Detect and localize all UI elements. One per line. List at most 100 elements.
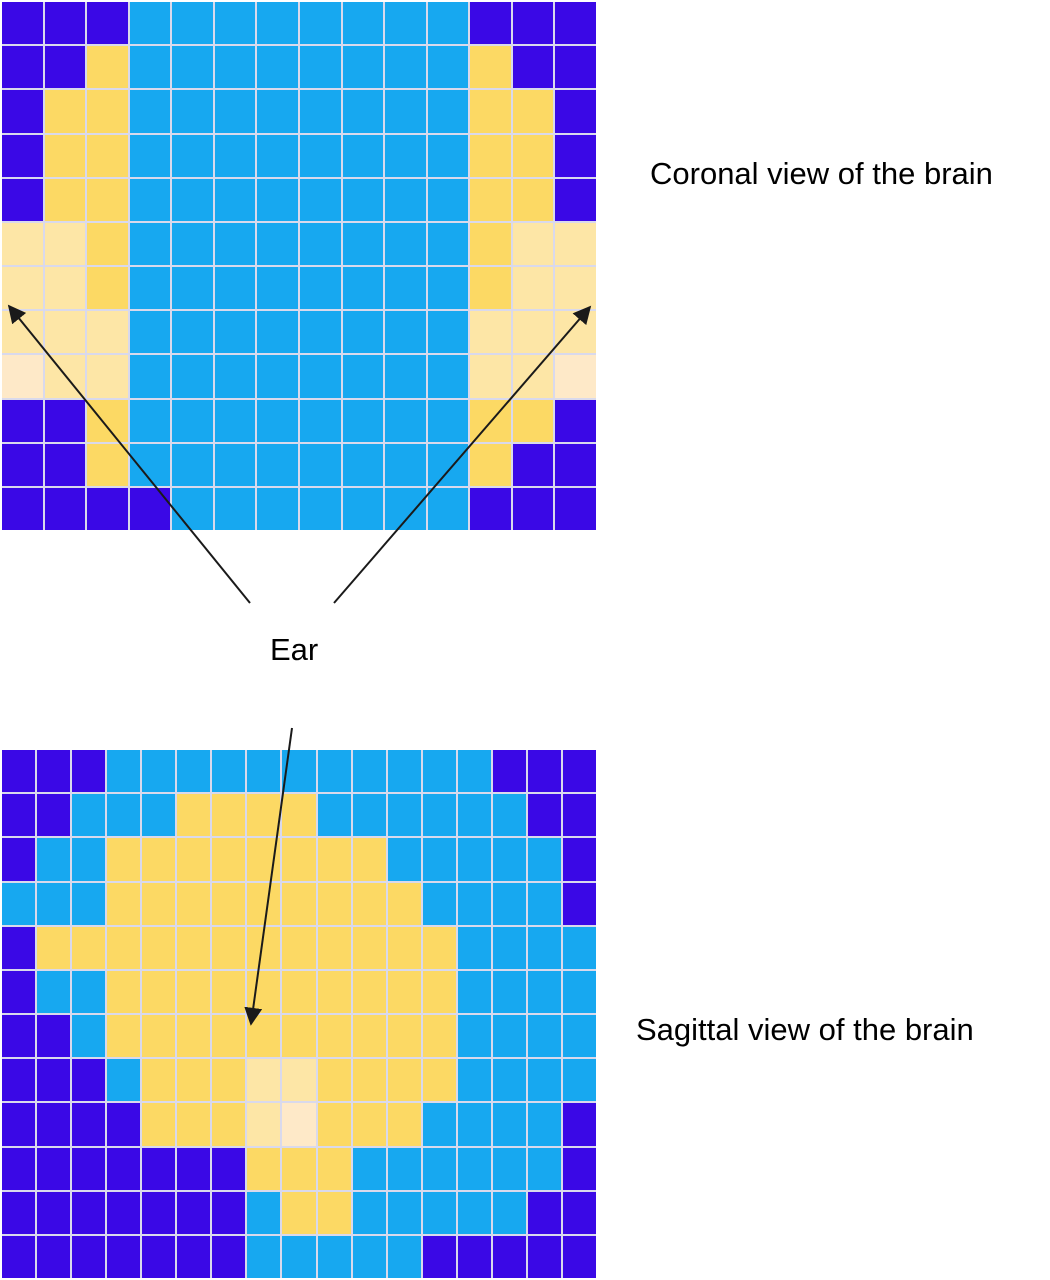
grid-cell (177, 794, 211, 837)
grid-cell (300, 399, 341, 442)
grid-cell (300, 46, 341, 89)
grid-cell (422, 926, 456, 969)
grid-cell (562, 1191, 596, 1234)
grid-cell (492, 750, 526, 793)
grid-cell (457, 1191, 491, 1234)
grid-cell (129, 311, 171, 354)
grid-cell (172, 267, 213, 310)
grid-cell (72, 1235, 106, 1278)
grid-cell (257, 443, 298, 486)
grid-cell (37, 926, 71, 969)
grid-cell (512, 311, 554, 354)
ear-label: Ear (270, 632, 319, 667)
grid-cell (317, 1103, 351, 1146)
grid-cell (282, 1015, 316, 1058)
grid-cell (177, 750, 211, 793)
grid-cell (37, 794, 71, 837)
grid-cell (87, 443, 128, 486)
grid-cell (177, 1147, 211, 1190)
coronal-brain-grid (2, 2, 596, 530)
grid-cell (172, 355, 213, 398)
grid-cell (300, 311, 341, 354)
grid-cell (457, 1103, 491, 1146)
grid-cell (317, 882, 351, 925)
grid-cell (72, 1103, 106, 1146)
grid-cell (247, 1059, 281, 1102)
ear-arrow-left (7, 304, 251, 604)
grid-cell (300, 178, 341, 221)
grid-cell (257, 267, 298, 310)
grid-cell (129, 399, 171, 442)
grid-cell (172, 443, 213, 486)
grid-cell (87, 90, 128, 133)
grid-cell (247, 882, 281, 925)
grid-cell (385, 443, 426, 486)
grid-cell (387, 1015, 421, 1058)
grid-cell (562, 794, 596, 837)
grid-cell (457, 838, 491, 881)
grid-cell (177, 1191, 211, 1234)
grid-cell (317, 1235, 351, 1278)
grid-cell (257, 487, 298, 530)
grid-cell (172, 134, 213, 177)
grid-cell (72, 1059, 106, 1102)
grid-cell (2, 1015, 36, 1058)
grid-cell (352, 882, 386, 925)
grid-cell (555, 399, 596, 442)
grid-cell (422, 750, 456, 793)
grid-cell (172, 311, 213, 354)
grid-cell (385, 134, 426, 177)
grid-cell (247, 1147, 281, 1190)
grid-cell (282, 926, 316, 969)
grid-cell (457, 1015, 491, 1058)
grid-cell (214, 399, 256, 442)
grid-cell (492, 1015, 526, 1058)
grid-cell (212, 926, 246, 969)
grid-cell (317, 1059, 351, 1102)
grid-cell (385, 2, 426, 45)
grid-cell (492, 1059, 526, 1102)
grid-cell (562, 970, 596, 1013)
grid-cell (470, 2, 511, 45)
grid-cell (427, 487, 469, 530)
grid-cell (257, 2, 298, 45)
sagittal-view-label: Sagittal view of the brain (636, 1012, 974, 1047)
grid-cell (555, 443, 596, 486)
grid-cell (2, 838, 36, 881)
grid-cell (2, 1191, 36, 1234)
grid-cell (107, 1191, 141, 1234)
grid-cell (527, 1191, 561, 1234)
grid-cell (142, 970, 176, 1013)
grid-cell (37, 1147, 71, 1190)
grid-cell (422, 838, 456, 881)
grid-cell (44, 46, 86, 89)
grid-cell (214, 487, 256, 530)
grid-cell (385, 399, 426, 442)
grid-cell (247, 750, 281, 793)
grid-cell (317, 1147, 351, 1190)
grid-cell (282, 1235, 316, 1278)
grid-cell (512, 46, 554, 89)
coronal-view-label: Coronal view of the brain (650, 156, 993, 191)
grid-cell (422, 1059, 456, 1102)
grid-cell (470, 311, 511, 354)
grid-cell (282, 970, 316, 1013)
grid-cell (129, 355, 171, 398)
grid-cell (427, 311, 469, 354)
grid-cell (212, 794, 246, 837)
grid-cell (422, 1103, 456, 1146)
grid-cell (177, 1059, 211, 1102)
grid-cell (129, 222, 171, 265)
grid-cell (37, 838, 71, 881)
grid-cell (172, 90, 213, 133)
grid-cell (44, 487, 86, 530)
grid-cell (247, 1235, 281, 1278)
grid-cell (492, 926, 526, 969)
grid-cell (177, 926, 211, 969)
grid-cell (87, 311, 128, 354)
grid-cell (129, 267, 171, 310)
ear-arrow-down (244, 727, 293, 1026)
grid-cell (177, 1015, 211, 1058)
grid-cell (257, 311, 298, 354)
grid-cell (555, 2, 596, 45)
